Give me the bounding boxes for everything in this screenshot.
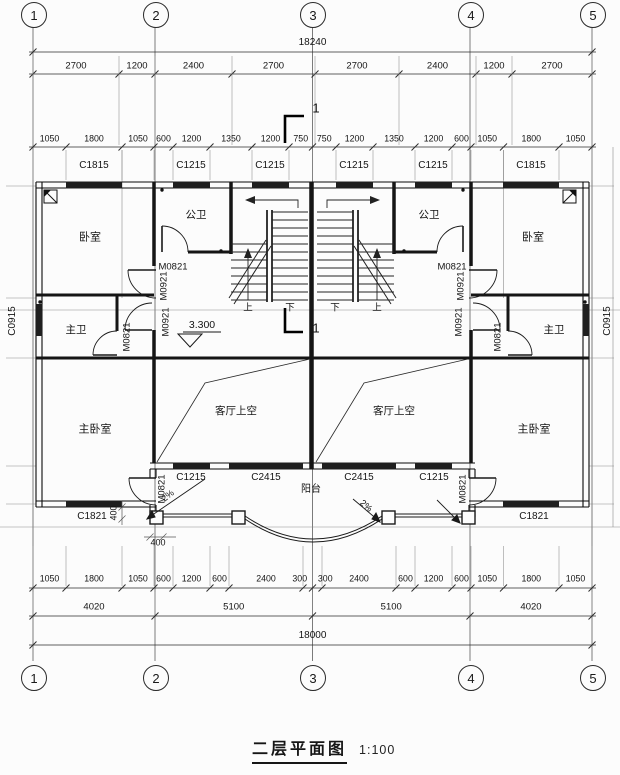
dimension-line <box>29 612 37 620</box>
grid-label: 4 <box>467 670 475 686</box>
dimension-line <box>588 143 596 151</box>
dimension-line <box>369 143 377 151</box>
dimension-line <box>467 584 475 592</box>
dimension-line <box>206 143 214 151</box>
grid-bubble-bottom-2: 2 <box>143 665 169 691</box>
grid-label: 5 <box>589 7 597 23</box>
grid-bubble-top-2: 2 <box>143 2 169 28</box>
dimension-line <box>29 584 37 592</box>
grid-bubble-bottom-3: 3 <box>300 665 326 691</box>
dimension-line <box>29 48 37 56</box>
balcony <box>118 478 476 543</box>
dimension-line <box>62 584 70 592</box>
grid-label: 2 <box>152 7 160 23</box>
dimension-line <box>29 143 37 151</box>
dimension-line <box>118 143 126 151</box>
dimension-line <box>151 612 159 620</box>
dimension-line <box>150 143 158 151</box>
dimension-line <box>467 143 475 151</box>
dimension-line <box>588 48 596 56</box>
dimension-line <box>499 143 508 151</box>
dimension-line <box>308 143 317 151</box>
dimension-line <box>588 641 596 649</box>
dimension-line <box>308 584 317 592</box>
dimension-line <box>150 584 158 592</box>
dimension-line <box>285 143 293 151</box>
dimension-line <box>411 143 419 151</box>
drawing-title-block: 二层平面图 1:100 <box>252 735 395 764</box>
dimension-line <box>588 612 596 620</box>
grid-label: 1 <box>30 7 38 23</box>
dimension-line <box>169 143 177 151</box>
dimension-line <box>499 584 508 592</box>
drawing-title: 二层平面图 <box>252 735 348 764</box>
dimension-line <box>466 612 474 620</box>
grid-label: 5 <box>589 670 597 686</box>
staircase-left <box>228 196 308 305</box>
grid-bubble-bottom-4: 4 <box>458 665 484 691</box>
dimension-line <box>588 584 596 592</box>
dimension-line <box>555 143 563 151</box>
dimension-line <box>206 584 214 592</box>
dimension-line <box>62 143 70 151</box>
grid-bubble-top-5: 5 <box>580 2 606 28</box>
flue-symbols <box>43 189 577 204</box>
grid-bubble-bottom-1: 1 <box>21 665 47 691</box>
grid-bubble-top-4: 4 <box>458 2 484 28</box>
grid-bubble-bottom-5: 5 <box>580 665 606 691</box>
watermark-smudge <box>439 730 590 769</box>
grid-label: 3 <box>309 670 317 686</box>
doors <box>38 188 587 506</box>
dimension-line <box>299 584 307 592</box>
dimension-line <box>169 584 177 592</box>
dimension-line <box>392 584 400 592</box>
dimension-line <box>555 584 563 592</box>
grid-label: 4 <box>467 7 475 23</box>
void-diagonals <box>156 358 469 463</box>
dimension-line <box>248 143 256 151</box>
dimension-line <box>225 584 233 592</box>
windows <box>35 181 590 508</box>
interior-walls <box>36 182 589 469</box>
grid-bubble-top-3: 3 <box>300 2 326 28</box>
grid-label: 1 <box>30 670 38 686</box>
dimension-line <box>411 584 419 592</box>
drawing-scale: 1:100 <box>359 743 396 757</box>
dimension-line <box>308 612 317 620</box>
dimension-line <box>448 584 456 592</box>
dimension-line <box>448 143 456 151</box>
dimension-line <box>332 143 340 151</box>
grid-label: 3 <box>309 7 317 23</box>
grid-bubble-top-1: 1 <box>21 2 47 28</box>
dimension-line <box>118 584 126 592</box>
grid-label: 2 <box>152 670 160 686</box>
level-marker <box>176 331 221 348</box>
staircase-right <box>317 196 397 305</box>
section-cut-marks <box>283 114 304 334</box>
dimension-line <box>318 584 326 592</box>
dimension-line <box>29 641 37 649</box>
